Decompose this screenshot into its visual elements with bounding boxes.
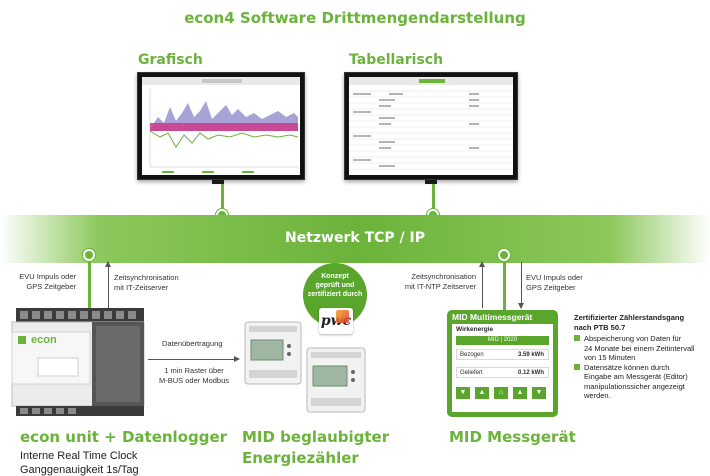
energy-meter-icon (306, 347, 366, 413)
connector-line (221, 184, 224, 216)
pwc-logo-mark-icon (336, 310, 349, 323)
network-label: Netzwerk TCP / IP (285, 230, 425, 246)
connector-line (88, 261, 91, 313)
transfer-arrowhead-icon (234, 356, 240, 362)
bullet-item: Abspeicherung von Daten für 24 Monate be… (574, 334, 708, 363)
chart-screen (142, 77, 300, 175)
bullet-icon (574, 363, 580, 370)
mid-button-down-icon[interactable]: ▼ (532, 387, 546, 399)
mid-device-bottom-title: MID Messgerät (449, 428, 576, 446)
evu-note-right: EVU Impuls oder GPS Zeitgeber (526, 273, 583, 292)
consumption-table-graphic (349, 77, 513, 170)
mid-meter-title: MID beglaubigter Energiezähler (242, 428, 390, 467)
bullet-item: Datensätze können durch Eingabe am Messg… (574, 363, 708, 401)
econ-unit-subtitle: Interne Real Time Clock Ganggenauigkeit … (20, 450, 139, 476)
econ-unit-device-icon (11, 308, 145, 416)
network-node (498, 249, 510, 261)
mid-device-title: MID Multimessgerät (452, 312, 533, 322)
graphic-view-label: Grafisch (138, 52, 203, 68)
mid-subtitle: Wirkenergie (456, 326, 494, 333)
network-node (83, 249, 95, 261)
certified-notes: Zertifizierter Zählerstandsgang nach PTB… (574, 313, 708, 401)
mid-row-geliefert: Geliefert 0.12 kWh (456, 367, 549, 378)
transfer-note-top: Datenübertragung (162, 339, 223, 348)
sync-note-right: Zeitsynchronisation mit IT-NTP Zeitserve… (404, 272, 476, 291)
network-band (0, 215, 710, 263)
mid-row-bezogen: Bezogen 3.59 kWh (456, 349, 549, 360)
sync-note-left: Zeitsynchronisation mit IT-Zeitserver (114, 273, 179, 292)
econ-unit-title: econ unit + Datenlogger (20, 428, 228, 446)
mid-button-home-icon[interactable]: ⌂ (494, 387, 508, 399)
transfer-note: 1 min Raster über M-BUS oder Modbus (158, 366, 230, 385)
table-screen (349, 77, 513, 175)
table-monitor (344, 72, 518, 180)
evu-arrow-icon (518, 262, 524, 309)
bullet-icon (574, 335, 580, 341)
mid-button-up-icon[interactable]: ▲ (475, 387, 489, 399)
consumption-chart-graphic (142, 77, 300, 173)
table-view-label: Tabellarisch (349, 52, 444, 68)
device-logo-label: econ (31, 334, 57, 346)
sync-arrow-icon (105, 261, 111, 308)
graphic-monitor (137, 72, 305, 180)
sync-arrow-icon (479, 261, 485, 308)
mid-device-screen: Wirkenergie MID | 2020 Bezogen 3.59 kWh … (452, 324, 553, 412)
mid-header: MID | 2020 (456, 336, 549, 345)
mid-button-up-icon[interactable]: ▲ (513, 387, 527, 399)
connector-line (432, 184, 435, 216)
monitor-stand (425, 180, 437, 184)
page-title: econ4 Software Drittmengendarstellung (184, 9, 526, 27)
monitor-stand (212, 180, 224, 184)
evu-note-left: EVU Impuls oder GPS Zeitgeber (19, 272, 76, 291)
connector-line (503, 261, 506, 311)
mid-button-down-icon[interactable]: ▼ (456, 387, 470, 399)
transfer-arrow-icon (148, 359, 236, 360)
energy-meter-icon (244, 321, 302, 385)
